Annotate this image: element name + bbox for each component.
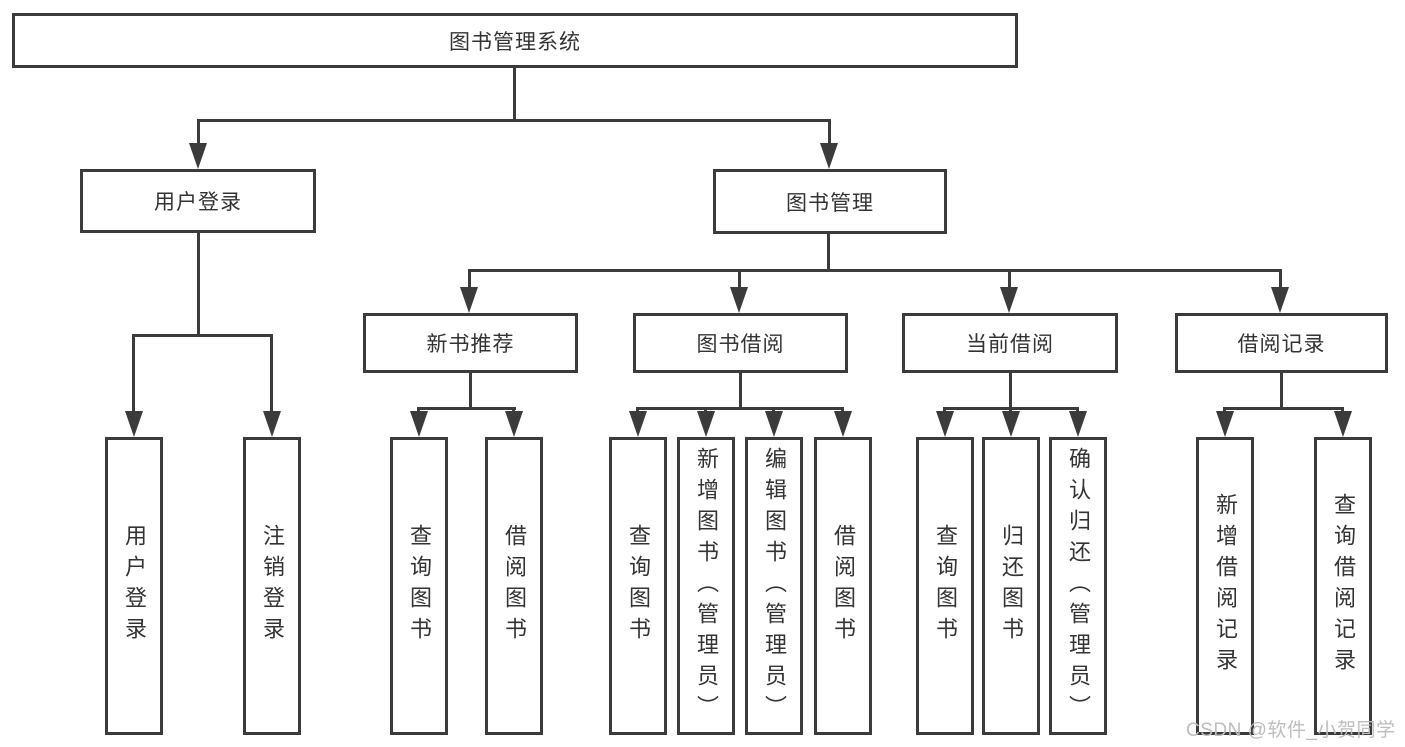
node-current-borrow-label: 当前借阅 [966, 333, 1054, 356]
connector-arrowhead [1216, 411, 1234, 437]
node-user-login-leaf: 用户登录 [105, 437, 163, 735]
connector-arrowhead [820, 143, 838, 169]
node-nbr-borrow: 借阅图书 [485, 437, 543, 735]
connector-line [468, 269, 1282, 272]
node-bb-borrow: 借阅图书 [814, 437, 872, 735]
connector-arrowhead [505, 411, 523, 437]
connector-line [828, 119, 831, 151]
connector-line [417, 407, 516, 410]
connector-line [270, 334, 273, 416]
node-book-mgmt: 图书管理 [713, 169, 947, 234]
connector-line [132, 334, 135, 416]
node-borrow-records-label: 借阅记录 [1237, 333, 1326, 356]
node-logout: 注销登录 [243, 437, 301, 735]
connector-arrowhead [125, 411, 143, 437]
node-bb-borrow-label: 借阅图书 [831, 524, 856, 648]
node-bb-query-label: 查询图书 [626, 524, 651, 648]
connector-line [197, 119, 831, 122]
connector-line [197, 119, 200, 151]
node-borrow-records: 借阅记录 [1175, 313, 1388, 373]
node-book-mgmt-label: 图书管理 [786, 191, 874, 215]
connector-line [513, 68, 516, 121]
connector-arrowhead [936, 411, 954, 437]
node-root-label: 图书管理系统 [449, 30, 581, 54]
connector-arrowhead [834, 411, 852, 437]
node-new-book-rec: 新书推荐 [363, 313, 578, 373]
connector-line [132, 334, 273, 337]
node-cb-return-label: 归还图书 [999, 524, 1024, 648]
node-bb-query: 查询图书 [609, 437, 667, 735]
node-nbr-borrow-label: 借阅图书 [502, 524, 527, 648]
connector-line [1280, 373, 1283, 410]
node-user-login-label: 用户登录 [154, 191, 242, 214]
node-br-add: 新增借阅记录 [1196, 437, 1254, 735]
node-book-borrow-label: 图书借阅 [696, 333, 785, 356]
connector-arrowhead [629, 411, 647, 437]
connector-line [468, 269, 471, 293]
node-new-book-rec-label: 新书推荐 [426, 333, 515, 356]
connector-line [1009, 373, 1012, 410]
node-logout-label: 注销登录 [260, 524, 285, 648]
node-br-query: 查询借阅记录 [1314, 437, 1372, 735]
node-bb-edit: 编辑图书（管理员） [745, 437, 803, 735]
connector-arrowhead [189, 143, 207, 169]
node-cb-query: 查询图书 [916, 437, 974, 735]
connector-line [197, 233, 200, 337]
connector-line [469, 373, 472, 410]
node-cb-query-label: 查询图书 [933, 524, 958, 648]
connector-arrowhead [410, 411, 428, 437]
connector-line [738, 269, 741, 293]
connector-line [1279, 269, 1282, 293]
connector-arrowhead [765, 411, 783, 437]
node-user-login-leaf-label: 用户登录 [122, 524, 147, 648]
connector-arrowhead [1271, 287, 1289, 313]
node-br-query-label: 查询借阅记录 [1331, 493, 1356, 679]
connector-line [739, 373, 742, 410]
connector-line [1008, 269, 1011, 293]
node-book-borrow: 图书借阅 [633, 313, 848, 373]
node-nbr-query: 查询图书 [390, 437, 448, 735]
node-br-add-label: 新增借阅记录 [1213, 493, 1238, 679]
node-cb-confirm-label: 确认归还（管理员） [1066, 446, 1091, 726]
connector-arrowhead [1002, 411, 1020, 437]
node-current-borrow: 当前借阅 [902, 313, 1118, 373]
node-cb-confirm: 确认归还（管理员） [1049, 437, 1107, 735]
connector-line [827, 234, 830, 272]
connector-line [636, 407, 844, 410]
connector-arrowhead [1334, 411, 1352, 437]
node-bb-edit-label: 编辑图书（管理员） [762, 446, 787, 726]
csdn-watermark: CSDN @软件_小贺同学 [1186, 720, 1396, 741]
node-bb-add: 新增图书（管理员） [677, 437, 735, 735]
connector-arrowhead [730, 287, 748, 313]
node-user-login: 用户登录 [80, 169, 316, 233]
connector-arrowhead [460, 287, 478, 313]
connector-arrowhead [263, 411, 281, 437]
connector-arrowhead [697, 411, 715, 437]
node-cb-return: 归还图书 [982, 437, 1040, 735]
node-nbr-query-label: 查询图书 [407, 524, 432, 648]
connector-arrowhead [1069, 411, 1087, 437]
node-bb-add-label: 新增图书（管理员） [694, 446, 719, 726]
connector-line [1223, 407, 1344, 410]
connector-arrowhead [1000, 287, 1018, 313]
node-root: 图书管理系统 [12, 13, 1018, 68]
